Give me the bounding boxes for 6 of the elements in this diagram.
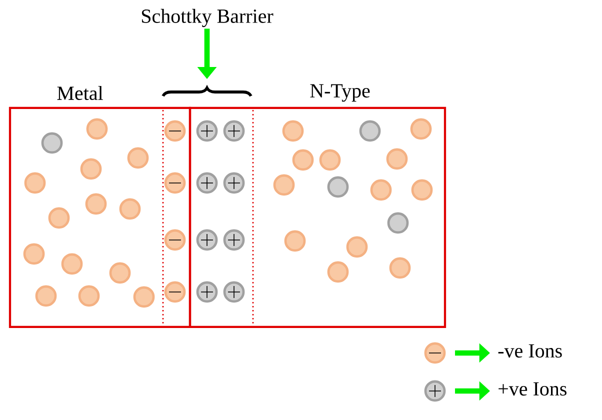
legend-text: +ve Ions: [498, 382, 566, 396]
barrier-label: Schottky Barrier: [142, 8, 274, 28]
brace: [162, 86, 252, 97]
region-heading: N-Type: [310, 84, 370, 102]
region-heading: Metal: [57, 86, 103, 100]
legend-text: -ve Ions: [498, 344, 562, 358]
